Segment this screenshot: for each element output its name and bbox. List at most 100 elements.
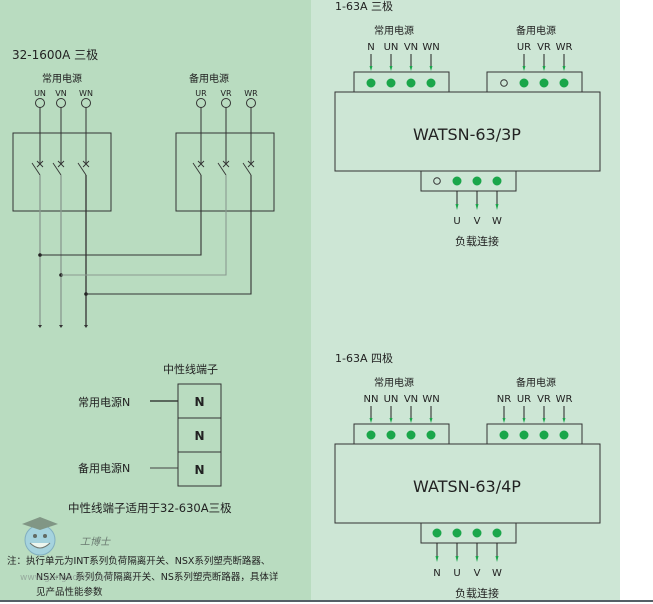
terminal-filled-icon [406, 78, 416, 88]
terminal-filled-icon [426, 78, 436, 88]
model-label: WATSN-63/4P [413, 477, 521, 496]
load-terminal-strip [420, 170, 517, 192]
load-connection-label: 负载连接 [455, 586, 499, 600]
watermark-url: www.gongboshi.com [20, 573, 113, 583]
arrow-down-icon [38, 325, 42, 328]
backup-source-label: 备用电源 [189, 72, 229, 85]
arrow-down-icon [562, 418, 566, 423]
arrow-down-icon [409, 418, 413, 423]
arrow-down-icon [542, 418, 546, 423]
arrow-down-icon [495, 556, 499, 562]
load-connection-label: 负载连接 [455, 234, 499, 248]
neutral-cell-1: N [194, 395, 204, 409]
neutral-caption: 中性线端子适用于32-630A三极 [68, 501, 232, 515]
terminal-filled-icon [559, 78, 569, 88]
load-terminal-strip [420, 522, 517, 544]
note-line-2: NSX-NA 系列负荷隔离开关、NS系列塑壳断路器，具体详 [36, 571, 279, 583]
backup-breaker-box [175, 132, 275, 212]
watermark-brand: 工博士 [80, 536, 111, 548]
transfer-wire [86, 175, 252, 295]
model-label: WATSN-63/3P [413, 125, 521, 144]
arrow-down-icon [475, 204, 479, 210]
switch-blade-icon [217, 162, 227, 176]
arrow-down-icon [435, 556, 439, 562]
note-line-3: 见产品性能参数 [36, 586, 103, 598]
arrow-down-icon [455, 204, 459, 210]
load-terminal-label: U [453, 216, 460, 227]
backup-terminal-label: VR [537, 42, 551, 53]
switch-contact-icon [247, 160, 255, 168]
neutral-title: 中性线端子 [163, 362, 218, 376]
transfer-wire [61, 175, 227, 276]
backup-terminal-label: NR [497, 394, 511, 405]
terminal-empty-icon [433, 177, 441, 185]
load-terminal-label: U [453, 568, 460, 579]
normal-terminal-label: VN [404, 394, 418, 405]
left-panel-32-1600A [0, 0, 311, 600]
switch-contact-icon [57, 160, 65, 168]
normal-source-label: 常用电源 [42, 72, 82, 85]
terminal-filled-icon [452, 528, 462, 538]
normal-terminal-label: NN [364, 394, 379, 405]
arrow-down-icon [409, 66, 413, 71]
transfer-wire [40, 175, 202, 256]
terminal-filled-icon [559, 430, 569, 440]
terminal-filled-icon [492, 528, 502, 538]
arrow-down-icon [542, 66, 546, 71]
terminal-filled-icon [539, 78, 549, 88]
terminal-filled-icon [366, 430, 376, 440]
terminal-label-vr: VR [220, 89, 231, 98]
arrow-down-icon [502, 418, 506, 423]
arrow-down-icon [522, 418, 526, 423]
neutral-cell-2: N [194, 429, 204, 443]
terminal-label-wr: WR [244, 89, 258, 98]
watermark-logo [22, 517, 58, 556]
switch-contact-icon [36, 160, 44, 168]
note-line-1: 注：执行单元为INT系列负荷隔离开关、NSX系列塑壳断路器、 [7, 555, 270, 567]
normal-terminal-label: UN [384, 394, 399, 405]
backup-terminal-label: UR [517, 42, 531, 53]
unit-title: 1-63A 三极 [335, 0, 393, 13]
arrow-down-icon [369, 66, 373, 71]
terminal-filled-icon [492, 176, 502, 186]
arrow-down-icon [59, 325, 63, 328]
load-terminal-label: V [474, 216, 481, 227]
terminal-label-vn: VN [55, 89, 66, 98]
normal-terminal-label: VN [404, 42, 418, 53]
terminal-filled-icon [499, 430, 509, 440]
switch-blade-icon [192, 162, 202, 176]
backup-terminal-label: WR [556, 394, 573, 405]
normal-source-label: 常用电源 [374, 376, 414, 389]
left-wires [31, 107, 255, 328]
switch-blade-icon [31, 162, 41, 176]
arrow-down-icon [562, 66, 566, 71]
backup-source-label: 备用电源 [516, 24, 556, 37]
terminal-filled-icon [366, 78, 376, 88]
switch-blade-icon [52, 162, 62, 176]
terminal-circle-icon [221, 98, 231, 108]
terminal-filled-icon [452, 176, 462, 186]
arrow-down-icon [475, 556, 479, 562]
terminal-label-un: UN [34, 89, 46, 98]
arrow-down-icon [369, 418, 373, 423]
normal-terminal-label: WN [422, 42, 439, 53]
terminal-label-ur: UR [195, 89, 207, 98]
terminal-circle-icon [246, 98, 256, 108]
switch-contact-icon [222, 160, 230, 168]
backup-terminal-label: VR [537, 394, 551, 405]
neutral-terminal-block [177, 383, 222, 487]
terminal-filled-icon [472, 176, 482, 186]
terminal-circle-icon [35, 98, 45, 108]
arrow-down-icon [495, 204, 499, 210]
normal-terminal-label: WN [422, 394, 439, 405]
switch-contact-icon [82, 160, 90, 168]
arrow-down-icon [389, 418, 393, 423]
right-panel-1-63A [311, 0, 620, 600]
terminal-filled-icon [519, 78, 529, 88]
switch-contact-icon [197, 160, 205, 168]
arrow-down-icon [429, 66, 433, 71]
terminal-circle-icon [196, 98, 206, 108]
backup-terminal-label: WR [556, 42, 573, 53]
